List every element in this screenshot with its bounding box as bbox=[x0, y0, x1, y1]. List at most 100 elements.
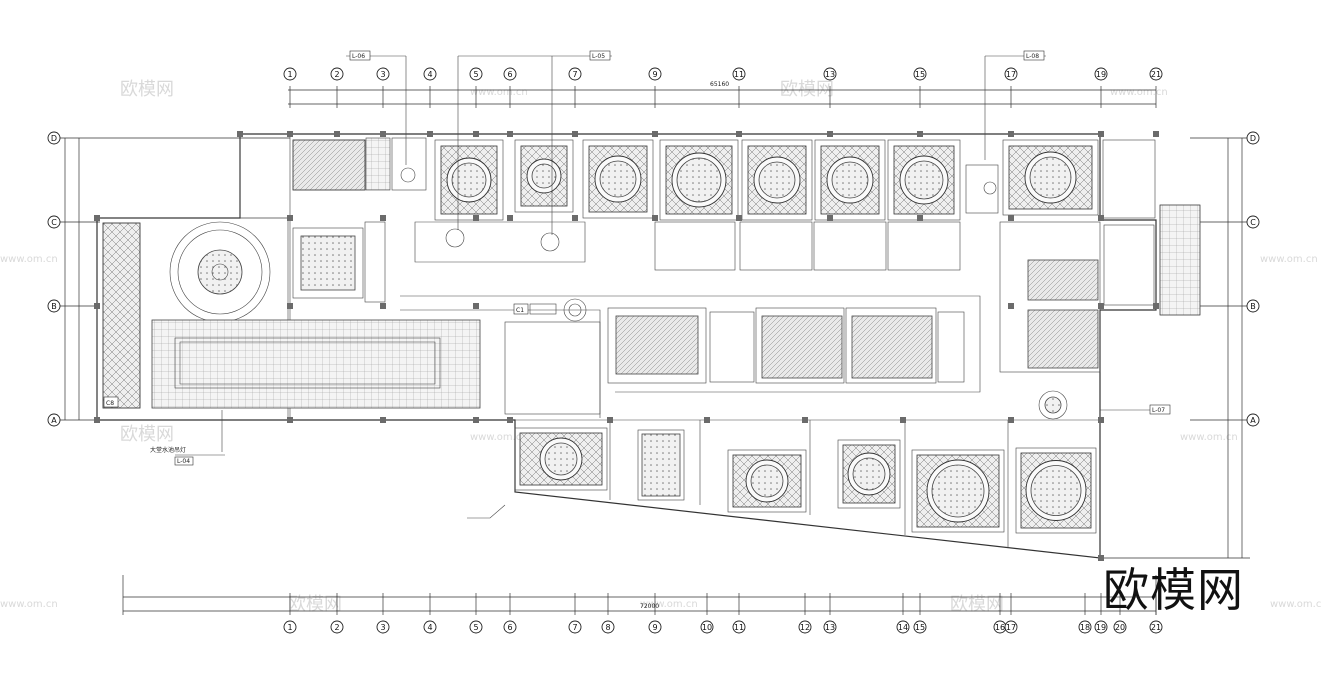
section-tag: L-04 bbox=[177, 458, 190, 465]
axis-label: 18 bbox=[1080, 623, 1090, 632]
structural-columns bbox=[94, 131, 1159, 561]
ceiling-room bbox=[837, 439, 901, 509]
ceiling-room bbox=[887, 139, 961, 221]
brand-watermark: 欧模网 bbox=[1103, 563, 1244, 617]
column bbox=[473, 303, 479, 309]
axis-bubble: 3 bbox=[376, 620, 390, 634]
axis-label: 6 bbox=[507, 623, 512, 632]
axis-label: A bbox=[51, 416, 57, 425]
column bbox=[802, 417, 808, 423]
top-dimension-lines bbox=[288, 86, 1157, 108]
column bbox=[287, 131, 293, 137]
axis-bubble: 4 bbox=[423, 67, 437, 81]
column bbox=[380, 131, 386, 137]
axis-bubble: 3 bbox=[376, 67, 390, 81]
axis-label: 9 bbox=[652, 70, 657, 79]
column bbox=[1153, 303, 1159, 309]
column bbox=[1098, 417, 1104, 423]
axis-label: 5 bbox=[473, 623, 478, 632]
axis-bubble: 2 bbox=[330, 67, 344, 81]
overall-dimension-top: 65160 bbox=[710, 81, 729, 88]
axis-bubble: 2 bbox=[330, 620, 344, 634]
axis-bubble: 17 bbox=[1004, 620, 1018, 634]
axis-bubble: A bbox=[47, 413, 61, 427]
axis-bubble: 21 bbox=[1149, 620, 1163, 634]
watermark-text: 欧模网 bbox=[120, 424, 174, 445]
column bbox=[1098, 303, 1104, 309]
axis-label: 1 bbox=[287, 623, 292, 632]
axis-bubble: 13 bbox=[823, 67, 837, 81]
watermark-text: www.om.cn bbox=[0, 254, 58, 265]
axis-bubble: 11 bbox=[732, 67, 746, 81]
column bbox=[652, 131, 658, 137]
axis-label: 6 bbox=[507, 70, 512, 79]
column bbox=[1153, 131, 1159, 137]
axis-label: 7 bbox=[572, 623, 577, 632]
axis-bubble: 17 bbox=[1004, 67, 1018, 81]
ceiling-room bbox=[727, 449, 807, 513]
axis-label: C bbox=[1250, 218, 1256, 227]
column bbox=[334, 131, 340, 137]
axis-bubble: 18 bbox=[1078, 620, 1092, 634]
axis-bubble: 4 bbox=[423, 620, 437, 634]
axis-label: 1 bbox=[287, 70, 292, 79]
watermark-text: www.om.cn bbox=[470, 432, 528, 443]
axis-label: 14 bbox=[898, 623, 908, 632]
service-room bbox=[739, 221, 813, 271]
ceiling-room bbox=[637, 429, 685, 501]
watermark-text: 欧模网 bbox=[780, 79, 834, 100]
column bbox=[507, 131, 513, 137]
axis-bubble: 10 bbox=[700, 620, 714, 634]
axis-label: 17 bbox=[1006, 623, 1016, 632]
side-dimension-lines bbox=[58, 137, 1250, 559]
axis-bubble: 13 bbox=[823, 620, 837, 634]
axis-label: 11 bbox=[734, 623, 744, 632]
column bbox=[572, 131, 578, 137]
axis-label: 8 bbox=[605, 623, 610, 632]
axis-bubble: 14 bbox=[896, 620, 910, 634]
room-tag: C8 bbox=[106, 400, 114, 407]
axis-label: 4 bbox=[427, 70, 432, 79]
axis-bubble: 16 bbox=[993, 620, 1007, 634]
ceiling-room bbox=[582, 139, 654, 219]
column bbox=[1008, 303, 1014, 309]
column bbox=[507, 215, 513, 221]
column bbox=[427, 131, 433, 137]
axis-label: 16 bbox=[995, 623, 1005, 632]
axis-label: D bbox=[51, 134, 57, 143]
axis-bubble: 7 bbox=[568, 67, 582, 81]
axis-label: 15 bbox=[915, 623, 925, 632]
corridor: C1 bbox=[400, 295, 981, 418]
axis-label: 13 bbox=[825, 70, 835, 79]
ceiling-room bbox=[741, 139, 813, 221]
axis-label: 10 bbox=[702, 623, 712, 632]
section-tag: L-06 bbox=[352, 53, 365, 60]
column bbox=[380, 303, 386, 309]
axis-bubble: D bbox=[1246, 131, 1260, 145]
column bbox=[736, 131, 742, 137]
ceiling-room bbox=[659, 139, 739, 221]
axis-label: 2 bbox=[334, 70, 339, 79]
middle-rooms bbox=[607, 307, 965, 384]
column bbox=[1098, 131, 1104, 137]
ceiling-room bbox=[814, 139, 886, 221]
axis-bubble: 12 bbox=[798, 620, 812, 634]
column bbox=[827, 215, 833, 221]
axis-label: C bbox=[51, 218, 57, 227]
axis-bubble: 1 bbox=[283, 620, 297, 634]
column bbox=[917, 215, 923, 221]
column bbox=[1098, 215, 1104, 221]
axis-label: 13 bbox=[825, 623, 835, 632]
axis-bubble: 20 bbox=[1113, 620, 1127, 634]
axis-label: 11 bbox=[734, 70, 744, 79]
service-room bbox=[813, 221, 887, 271]
axis-label: 15 bbox=[915, 70, 925, 79]
vestibule bbox=[414, 221, 586, 263]
watermark-text: 欧模网 bbox=[288, 594, 342, 615]
axis-bubble: C bbox=[1246, 215, 1260, 229]
watermark-text: www.om.cn bbox=[1110, 87, 1168, 98]
column bbox=[607, 417, 613, 423]
axis-bubble: D bbox=[47, 131, 61, 145]
